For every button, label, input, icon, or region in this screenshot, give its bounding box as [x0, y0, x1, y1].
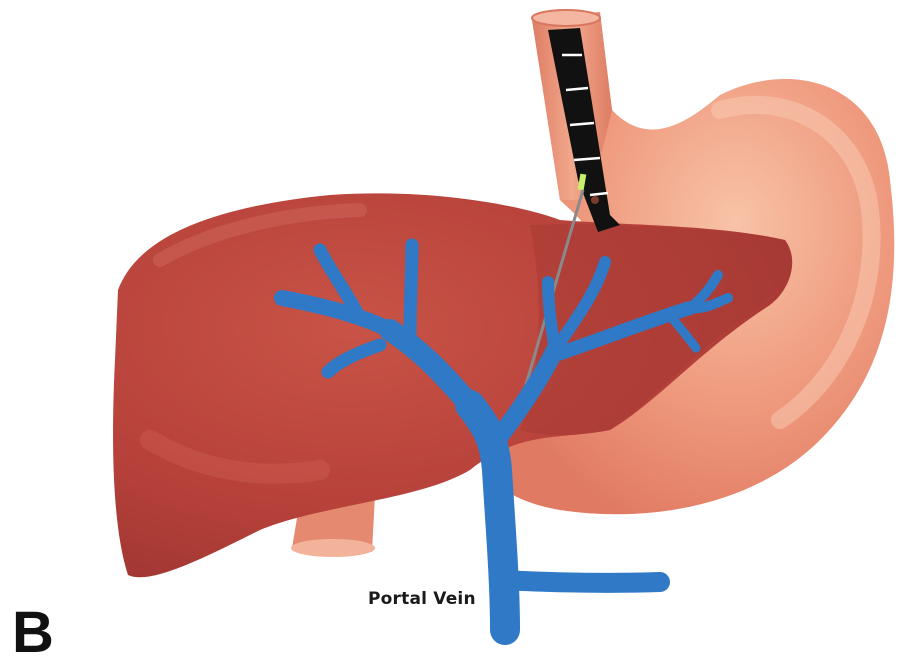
portal-vein-label: Portal Vein: [368, 589, 476, 609]
panel-label: B: [12, 604, 54, 662]
